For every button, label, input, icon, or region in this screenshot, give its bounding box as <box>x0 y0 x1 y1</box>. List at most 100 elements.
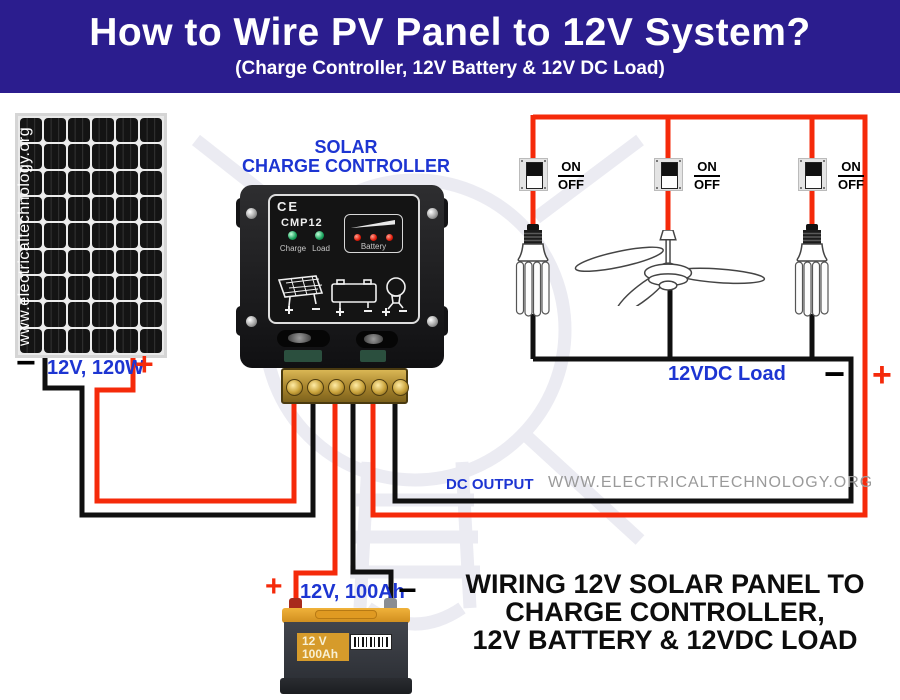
pv-cell <box>44 302 66 327</box>
lamp-icon <box>386 277 406 297</box>
pv-cell <box>44 249 66 274</box>
pv-cell <box>44 328 66 353</box>
pv-cell <box>68 223 90 248</box>
pv-cell <box>140 197 162 222</box>
title-banner: How to Wire PV Panel to 12V System? (Cha… <box>0 0 900 93</box>
pv-cell <box>92 144 114 169</box>
controller-vent-slot <box>277 330 330 347</box>
panel-positive-symbol: + <box>135 346 154 382</box>
battery-negative-symbol: − <box>398 572 417 608</box>
controller-io-icons <box>277 275 407 316</box>
solar-panel-icon <box>277 275 324 298</box>
pv-cell <box>68 144 90 169</box>
on-label: ON <box>558 159 584 178</box>
battery-sticker-line1: 12 V <box>302 634 327 648</box>
wire-load-negative-bus <box>392 356 854 504</box>
pv-cell <box>116 249 138 274</box>
wire-battery-positive <box>293 404 338 606</box>
pv-cell <box>20 276 42 301</box>
pv-cell <box>140 302 162 327</box>
on-label: ON <box>694 159 720 178</box>
terminal-screw-icon <box>286 379 303 396</box>
terminal-screw-icon <box>392 379 409 396</box>
battery-sticker: 12 V 100Ah <box>297 633 349 661</box>
battery-led-icon <box>386 234 393 241</box>
pv-cell <box>92 118 114 143</box>
pv-cell <box>44 170 66 195</box>
controller-connector <box>284 350 322 362</box>
load-led-label: Load <box>312 244 330 253</box>
ce-mark: CE <box>277 199 300 214</box>
on-label: ON <box>838 159 864 178</box>
pv-cell <box>68 170 90 195</box>
battery-positive-symbol: + <box>265 570 283 603</box>
cfl-bulb-icon <box>515 224 550 317</box>
panel-negative-symbol: − <box>16 344 36 382</box>
off-label: OFF <box>558 177 584 193</box>
pv-cell <box>92 170 114 195</box>
terminal-screw-icon <box>371 379 388 396</box>
pv-cell <box>116 302 138 327</box>
dc-output-label: DC OUTPUT <box>446 476 534 493</box>
dc-load-negative-symbol: − <box>824 353 846 394</box>
switch-3-label: ON OFF <box>832 159 870 193</box>
pv-cell <box>116 276 138 301</box>
battery-gauge-label: Battery <box>360 242 387 251</box>
pv-cell <box>68 249 90 274</box>
pv-cell <box>140 144 162 169</box>
screw-icon <box>427 316 438 327</box>
pv-cell <box>44 223 66 248</box>
charge-led-label: Charge <box>279 244 307 253</box>
load-led-icon <box>315 231 324 240</box>
pv-cell <box>140 276 162 301</box>
cfl-bulb-icon <box>794 224 829 317</box>
screw-icon <box>427 208 438 219</box>
terminal-screw-icon <box>307 379 324 396</box>
pv-cell <box>116 170 138 195</box>
battery-handle <box>315 610 377 619</box>
solar-panel <box>15 113 167 358</box>
switch-2-label: ON OFF <box>688 159 726 193</box>
pv-cell <box>68 276 90 301</box>
caption-line3: 12V BATTERY & 12VDC LOAD <box>472 625 858 655</box>
controller-vent-slot <box>356 331 398 348</box>
wire-pv-positive <box>94 352 297 504</box>
pv-cell <box>140 223 162 248</box>
controller-title-line1: SOLAR <box>314 137 378 157</box>
pv-cell <box>68 328 90 353</box>
pv-cell <box>44 276 66 301</box>
pv-cell <box>20 144 42 169</box>
switch-1 <box>519 158 548 191</box>
dc-load-positive-symbol: + <box>872 356 892 394</box>
battery-led-icon <box>354 234 361 241</box>
dc-load-label: 12VDC Load <box>668 363 786 385</box>
panel-url-watermark: www.electricaltechnology.org <box>16 126 33 346</box>
pv-cell <box>20 197 42 222</box>
barcode-icon <box>350 634 392 650</box>
pv-cell <box>140 249 162 274</box>
pv-cell <box>140 118 162 143</box>
battery-icon <box>331 283 377 303</box>
pv-cell <box>140 328 162 353</box>
rocker-icon <box>805 162 822 189</box>
pv-cell <box>44 118 66 143</box>
battery-sticker-line2: 100Ah <box>302 647 339 661</box>
pv-cell <box>20 249 42 274</box>
screw-icon <box>246 316 257 327</box>
caption-line2: CHARGE CONTROLLER, <box>505 597 825 627</box>
pv-cell <box>68 118 90 143</box>
off-label: OFF <box>838 177 864 193</box>
pv-cell <box>92 302 114 327</box>
battery-led-icon <box>370 234 377 241</box>
terminal-screw-icon <box>328 379 345 396</box>
controller-connector <box>360 350 386 362</box>
pv-cell <box>92 223 114 248</box>
pv-cell <box>68 302 90 327</box>
pv-cell <box>116 118 138 143</box>
pv-cell <box>20 302 42 327</box>
pv-cell <box>44 197 66 222</box>
ceiling-fan-icon <box>574 230 766 306</box>
terminal-block <box>281 368 409 404</box>
